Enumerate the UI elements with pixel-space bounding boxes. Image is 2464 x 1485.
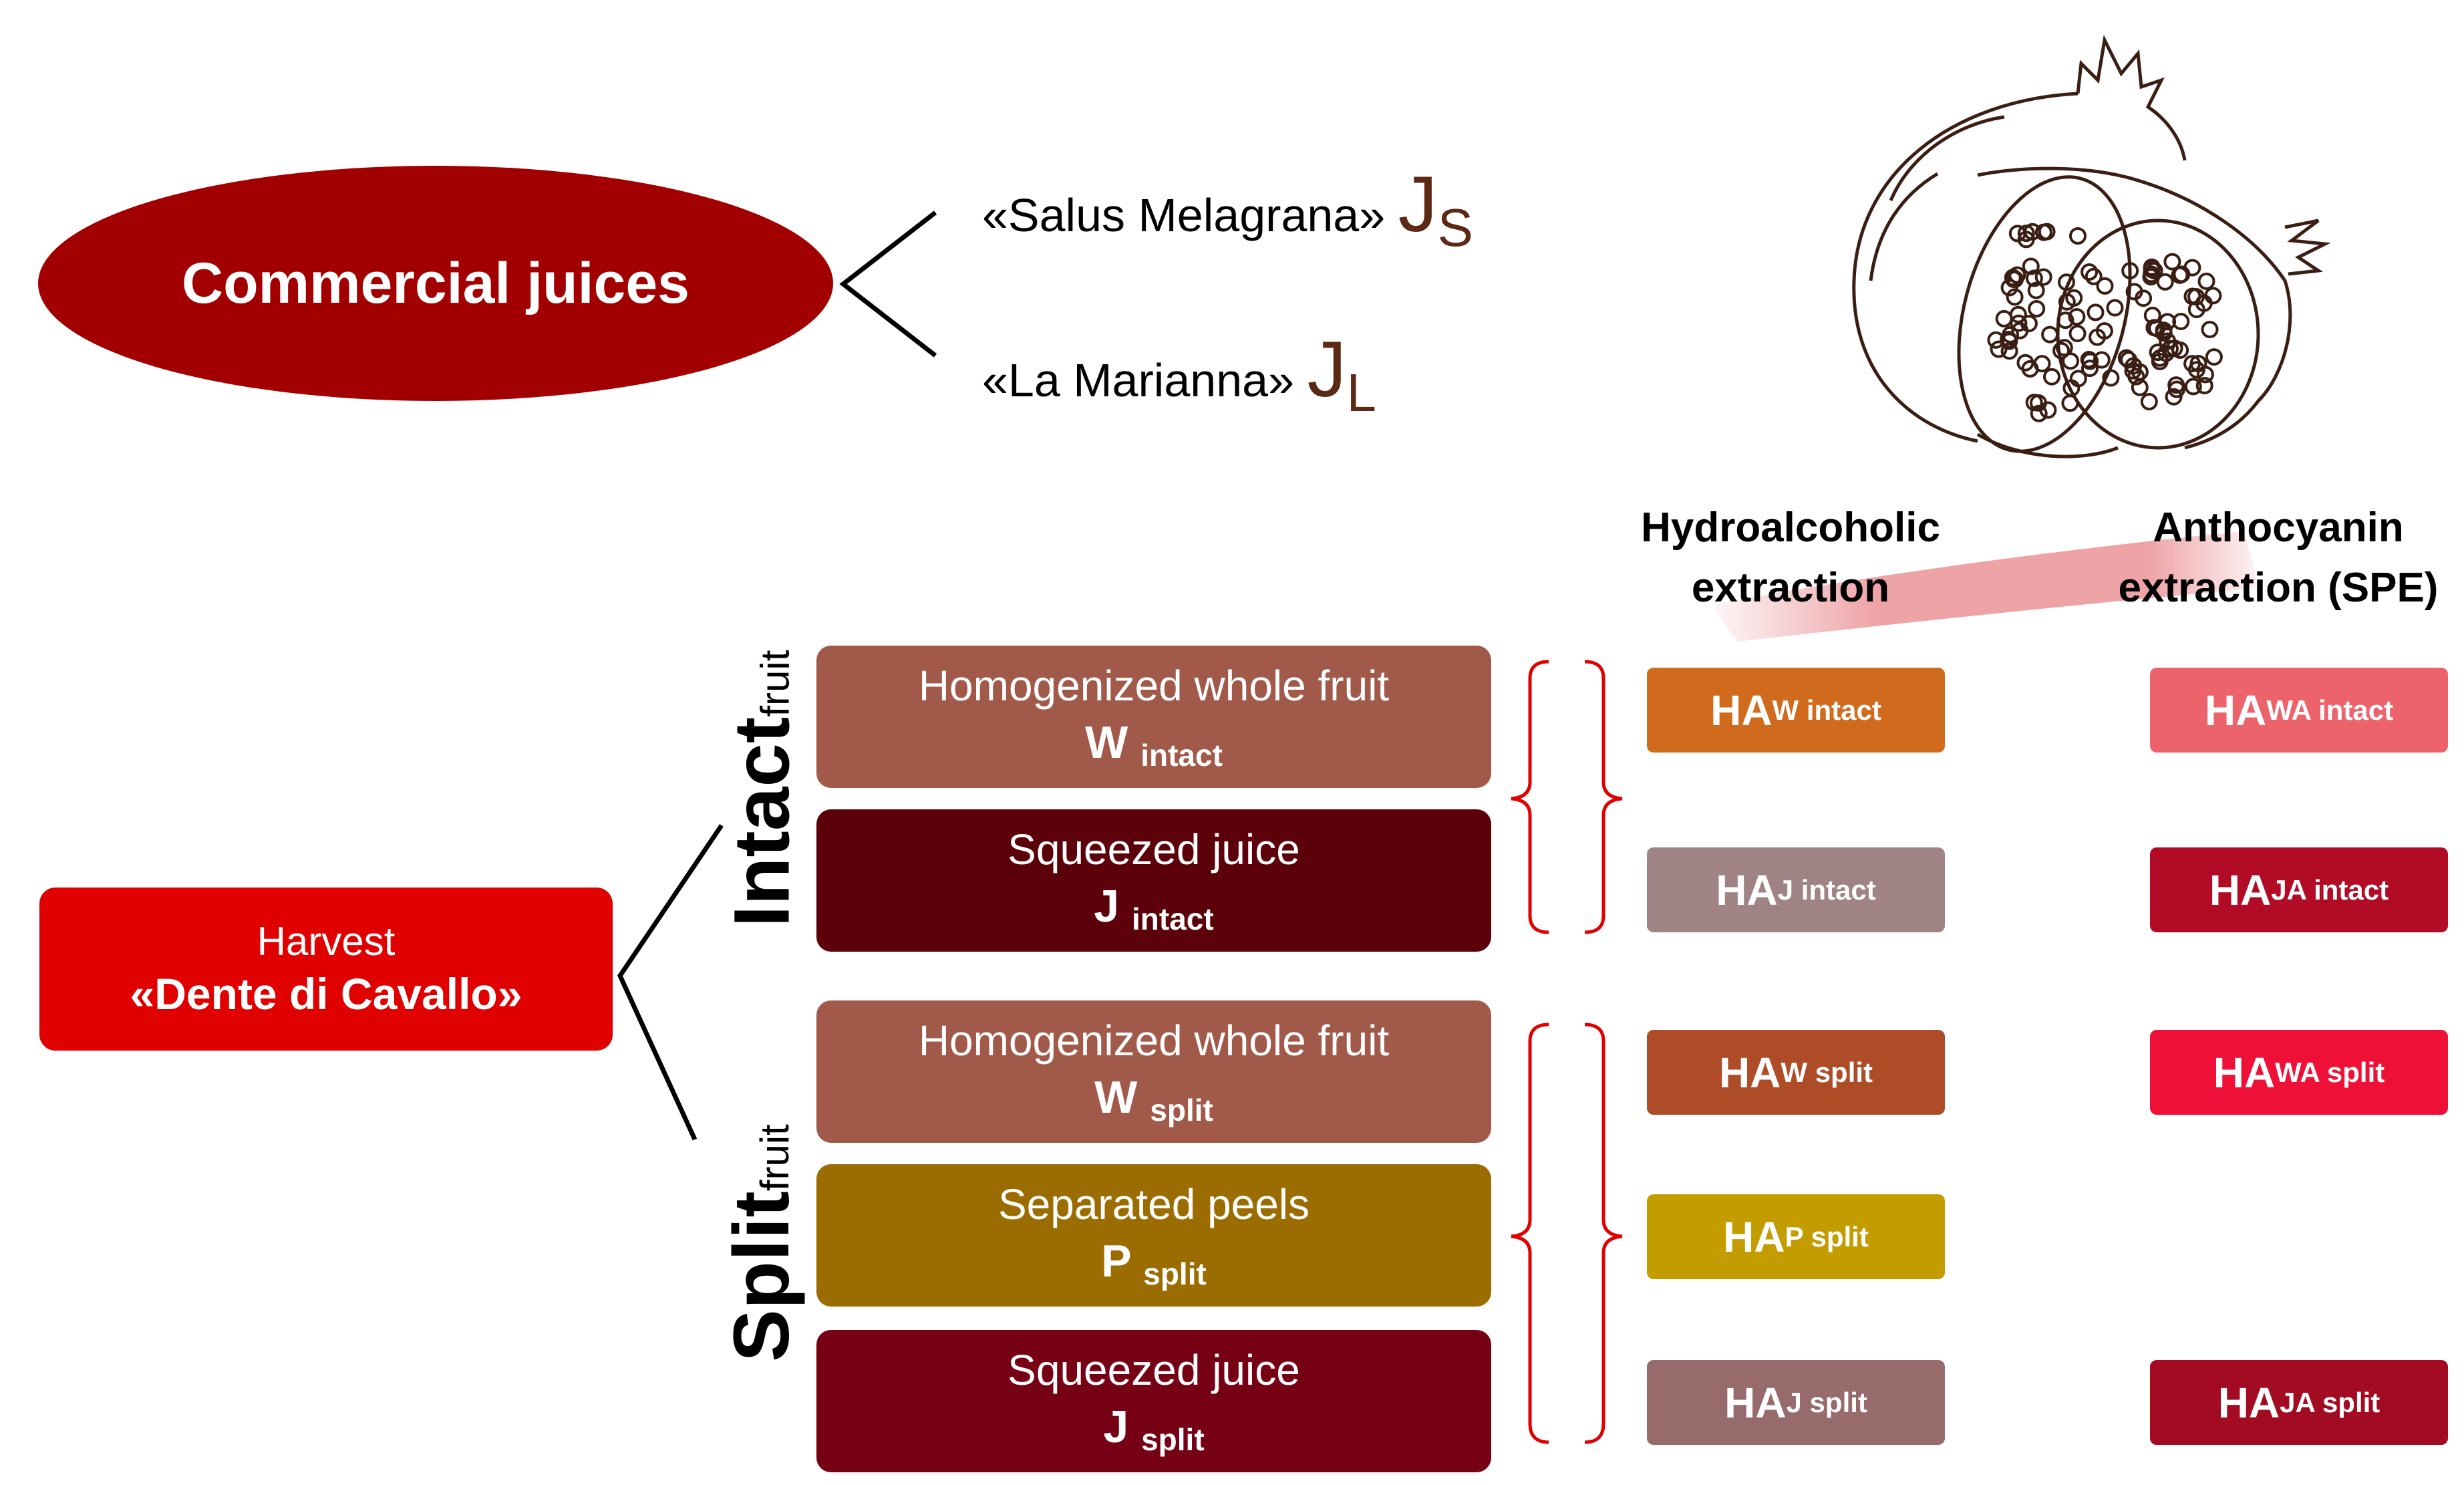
intact-fruit-label: Intactfruit: [718, 650, 806, 928]
hydro-column-header: Hydroalcoholic extraction: [1641, 505, 1940, 611]
sample-box: Separated peels P split: [816, 1164, 1491, 1307]
commercial-juices-title: Commercial juices: [181, 251, 690, 315]
sample-box: Squeezed juice J split: [816, 1330, 1491, 1472]
harvest-box: Harvest «Dente di Cavallo»: [39, 888, 613, 1051]
harvest-line1: Harvest: [257, 919, 396, 964]
bracket-split-right: [1584, 1023, 1623, 1444]
juice-marianna-name: «La Marianna»: [982, 354, 1294, 406]
juice-salus: «Salus Melagrana» JS: [982, 159, 1473, 259]
bracket-intact-left: [1511, 660, 1549, 934]
juice-salus-name: «Salus Melagrana»: [982, 189, 1386, 241]
sample-code: W intact: [1085, 716, 1223, 773]
sample-code: J split: [1103, 1401, 1205, 1457]
sample-label: Homogenized whole fruit: [918, 661, 1390, 710]
sample-code: W split: [1094, 1071, 1213, 1127]
sample-label: Homogenized whole fruit: [918, 1016, 1390, 1065]
antho-column-header: Anthocyanin extraction (SPE): [2118, 505, 2439, 611]
pomegranate-illustration: [1852, 35, 2331, 458]
juice-marianna: «La Marianna» JL: [982, 324, 1376, 424]
sample-code: P split: [1101, 1235, 1207, 1291]
sample-code: J intact: [1094, 880, 1214, 936]
sample-label: Separated peels: [997, 1180, 1310, 1228]
harvest-line2: «Dente di Cavallo»: [130, 969, 522, 1019]
commercial-branch-lines: [839, 211, 937, 358]
harvest-branch-lines: [617, 824, 724, 1141]
split-fruit-label: Splitfruit: [718, 1124, 806, 1362]
pomegranate-seeds: [1987, 223, 2223, 422]
bracket-intact-right: [1584, 660, 1623, 934]
bracket-split-left: [1511, 1023, 1549, 1444]
sample-box: Squeezed juice J intact: [816, 809, 1491, 952]
sample-box: Homogenized whole fruit W intact: [816, 646, 1491, 788]
sample-label: Squeezed juice: [1008, 825, 1300, 873]
juice-marianna-code: JL: [1307, 325, 1376, 422]
sample-label: Squeezed juice: [1008, 1345, 1300, 1394]
sample-box: Homogenized whole fruit W split: [816, 1000, 1491, 1143]
juice-salus-code: JS: [1398, 160, 1473, 257]
commercial-juices-ellipse: Commercial juices: [38, 166, 833, 401]
brush-stroke: [1710, 531, 2258, 642]
